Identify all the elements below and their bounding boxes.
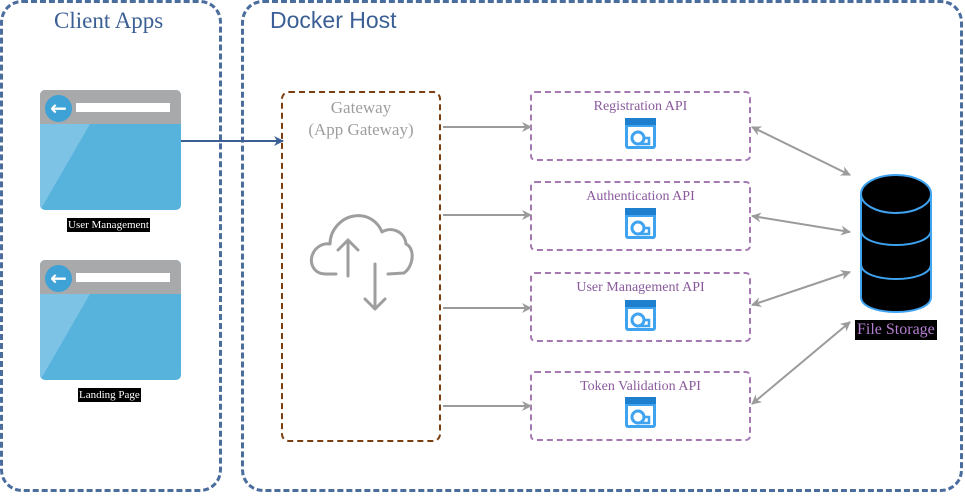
user-management-app-label: User Management	[67, 218, 150, 232]
authentication-api-label: Authentication API	[586, 189, 695, 204]
user-management-app-icon[interactable]: ←	[40, 90, 181, 210]
file-storage-label: File Storage	[855, 320, 937, 340]
back-arrow-icon: ←	[45, 95, 72, 122]
user-management-api-label: User Management API	[576, 280, 705, 295]
registration-storage-arrow	[751, 126, 851, 176]
token-validation-storage-arrow	[751, 321, 851, 405]
gateway-type: (App Gateway)	[308, 120, 414, 139]
docker-host-title: Docker Host	[270, 7, 397, 33]
gateway-node[interactable]	[281, 91, 441, 442]
browser-address-bar	[76, 273, 170, 282]
gateway-name: Gateway	[330, 98, 392, 117]
authentication-storage-arrow	[751, 212, 851, 236]
token-validation-api-label: Token Validation API	[580, 379, 701, 394]
database-icon[interactable]	[860, 174, 932, 313]
landing-page-app-label: Landing Page	[78, 388, 141, 402]
user-management-storage-arrow	[751, 270, 851, 307]
gateway-label: Gateway (App Gateway)	[281, 97, 441, 141]
back-arrow-icon: ←	[45, 265, 72, 292]
browser-address-bar	[76, 103, 170, 112]
landing-page-app-icon[interactable]: ←	[40, 260, 181, 380]
docker-host-group	[241, 0, 963, 492]
cloud-upload-download-icon	[309, 214, 414, 311]
registration-api-icon	[625, 118, 656, 149]
client-apps-group	[0, 0, 222, 492]
authentication-api-icon	[625, 208, 656, 239]
user-management-api-icon	[625, 300, 656, 331]
registration-api-label: Registration API	[593, 99, 688, 114]
client-apps-title: Client Apps	[54, 8, 164, 33]
token-validation-api-icon	[625, 397, 656, 428]
